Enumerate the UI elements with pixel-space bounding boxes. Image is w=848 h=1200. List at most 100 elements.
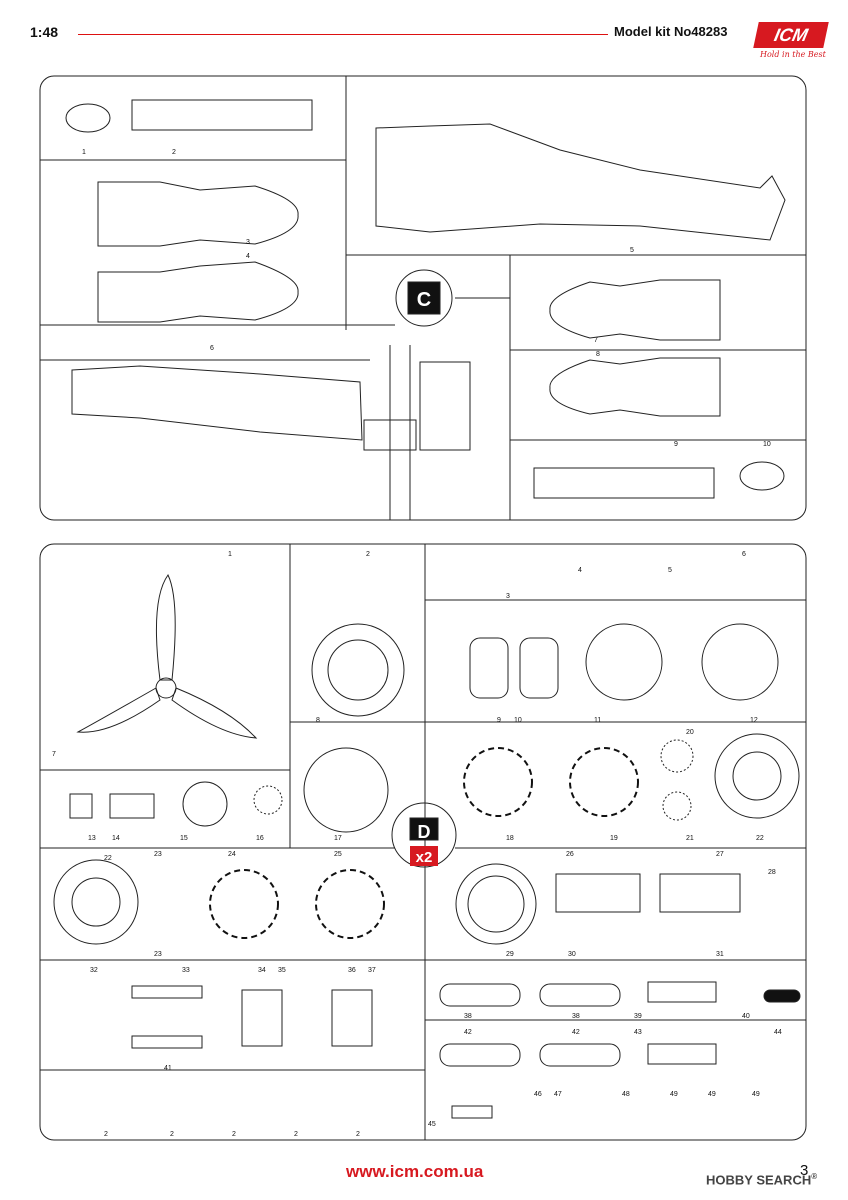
d-part-2a: 2 bbox=[104, 1131, 108, 1138]
canopy-part bbox=[65, 103, 111, 133]
d-part-33: 33 bbox=[182, 967, 190, 974]
radial-engine-19 bbox=[569, 747, 639, 817]
kit-number: Model kit No48283 bbox=[614, 24, 728, 39]
d-part-49b: 49 bbox=[708, 1091, 716, 1098]
engine-cowl-8 bbox=[311, 623, 405, 717]
part-36-37 bbox=[331, 989, 373, 1047]
gear-21 bbox=[662, 791, 692, 821]
nacelle-upper-right bbox=[549, 279, 721, 341]
part-15 bbox=[182, 781, 228, 827]
d-part-49c: 49 bbox=[752, 1091, 760, 1098]
rack-39 bbox=[647, 981, 717, 1003]
panel-part-2 bbox=[533, 467, 715, 499]
hobby-search-watermark: HOBBY SEARCH® bbox=[706, 1172, 817, 1187]
cowl-ring-12 bbox=[701, 623, 779, 701]
d-part-44: 44 bbox=[774, 1029, 782, 1036]
cowl-17 bbox=[303, 747, 389, 833]
d-part-15: 15 bbox=[180, 835, 188, 842]
d-part-19: 19 bbox=[610, 835, 618, 842]
gun-45 bbox=[451, 1105, 493, 1119]
d-part-38a: 38 bbox=[464, 1013, 472, 1020]
d-part-47: 47 bbox=[554, 1091, 562, 1098]
d-part-26: 26 bbox=[566, 851, 574, 858]
sprue-c-hub bbox=[395, 269, 453, 327]
gun-41 bbox=[131, 1035, 203, 1049]
d-part-43: 43 bbox=[634, 1029, 642, 1036]
d-part-41: 41 bbox=[164, 1065, 172, 1072]
bomb-38 bbox=[439, 983, 521, 1007]
cowl-22-right bbox=[714, 733, 800, 819]
d-part-42a: 42 bbox=[464, 1029, 472, 1036]
d-part-14: 14 bbox=[112, 835, 120, 842]
gun-33 bbox=[131, 985, 203, 999]
d-part-11: 11 bbox=[594, 717, 601, 724]
d-part-4: 4 bbox=[578, 567, 582, 574]
flap-part bbox=[363, 419, 417, 451]
d-part-48: 48 bbox=[622, 1091, 630, 1098]
d-part-31: 31 bbox=[716, 951, 724, 958]
d-part-7: 7 bbox=[52, 751, 56, 758]
bomb-42 bbox=[439, 1043, 521, 1067]
footer-url[interactable]: www.icm.com.ua bbox=[346, 1162, 484, 1181]
logo-tagline: Hold in the Best bbox=[760, 50, 826, 59]
d-part-37: 37 bbox=[368, 967, 376, 974]
radial-engine-25 bbox=[315, 869, 385, 939]
sprue-d-frame bbox=[39, 543, 807, 1141]
d-part-27: 27 bbox=[716, 851, 724, 858]
d-part-13: 13 bbox=[88, 835, 96, 842]
d-part-12: 12 bbox=[750, 717, 758, 724]
bomb-42b bbox=[539, 1043, 621, 1067]
radial-engine-18 bbox=[463, 747, 533, 817]
cowl-ring-11 bbox=[585, 623, 663, 701]
icm-logo: ICM Hold in the Best bbox=[746, 22, 829, 66]
nacelle-upper-left bbox=[97, 181, 299, 247]
watermark-text: HOBBY SEARCH bbox=[706, 1172, 812, 1188]
gear-leg-30 bbox=[555, 873, 641, 913]
sprue-d bbox=[39, 543, 807, 1141]
page-number: 3 bbox=[800, 1162, 809, 1179]
sprue-d-letter: D bbox=[418, 822, 431, 842]
scale-label: 1:48 bbox=[30, 24, 59, 40]
d-part-22r: 22 bbox=[756, 835, 764, 842]
d-part-28: 28 bbox=[768, 869, 776, 876]
c-part-7: 7 bbox=[594, 337, 598, 344]
gear-16 bbox=[253, 785, 283, 815]
cowl-29 bbox=[455, 863, 537, 945]
d-part-25: 25 bbox=[334, 851, 342, 858]
d-part-9: 9 bbox=[497, 717, 501, 724]
rack-43 bbox=[647, 1043, 717, 1065]
d-part-6: 6 bbox=[742, 551, 746, 558]
d-part-2: 2 bbox=[366, 551, 370, 558]
c-part-3: 3 bbox=[246, 239, 250, 246]
d-part-32: 32 bbox=[90, 967, 98, 974]
d-part-2d: 2 bbox=[294, 1131, 298, 1138]
cowl-22-left bbox=[53, 859, 139, 945]
part-34-35 bbox=[241, 989, 283, 1047]
sprue-d-hub bbox=[391, 802, 457, 868]
panel-part bbox=[131, 99, 313, 131]
gear-leg-31 bbox=[659, 873, 741, 913]
d-part-39: 39 bbox=[634, 1013, 642, 1020]
c-part-1: 1 bbox=[82, 149, 86, 156]
part-14 bbox=[109, 793, 155, 819]
wing-lower bbox=[71, 365, 363, 441]
part-13 bbox=[69, 793, 93, 819]
d-part-23b: 23 bbox=[154, 951, 162, 958]
sprue-c bbox=[39, 75, 807, 521]
d-part-21: 21 bbox=[686, 835, 694, 842]
d-part-5: 5 bbox=[668, 567, 672, 574]
d-part-36: 36 bbox=[348, 967, 356, 974]
d-part-2c: 2 bbox=[232, 1131, 236, 1138]
d-part-17: 17 bbox=[334, 835, 342, 842]
propeller-part bbox=[76, 574, 258, 739]
header-rule bbox=[78, 34, 608, 35]
d-part-40: 40 bbox=[742, 1013, 750, 1020]
nacelle-lower-right bbox=[549, 357, 721, 417]
tank-10 bbox=[519, 637, 559, 699]
d-part-2e: 2 bbox=[356, 1131, 360, 1138]
c-part-10: 10 bbox=[763, 441, 771, 448]
d-part-10: 10 bbox=[514, 717, 522, 724]
c-part-6: 6 bbox=[210, 345, 214, 352]
sprue-c-letter: C bbox=[417, 289, 431, 311]
